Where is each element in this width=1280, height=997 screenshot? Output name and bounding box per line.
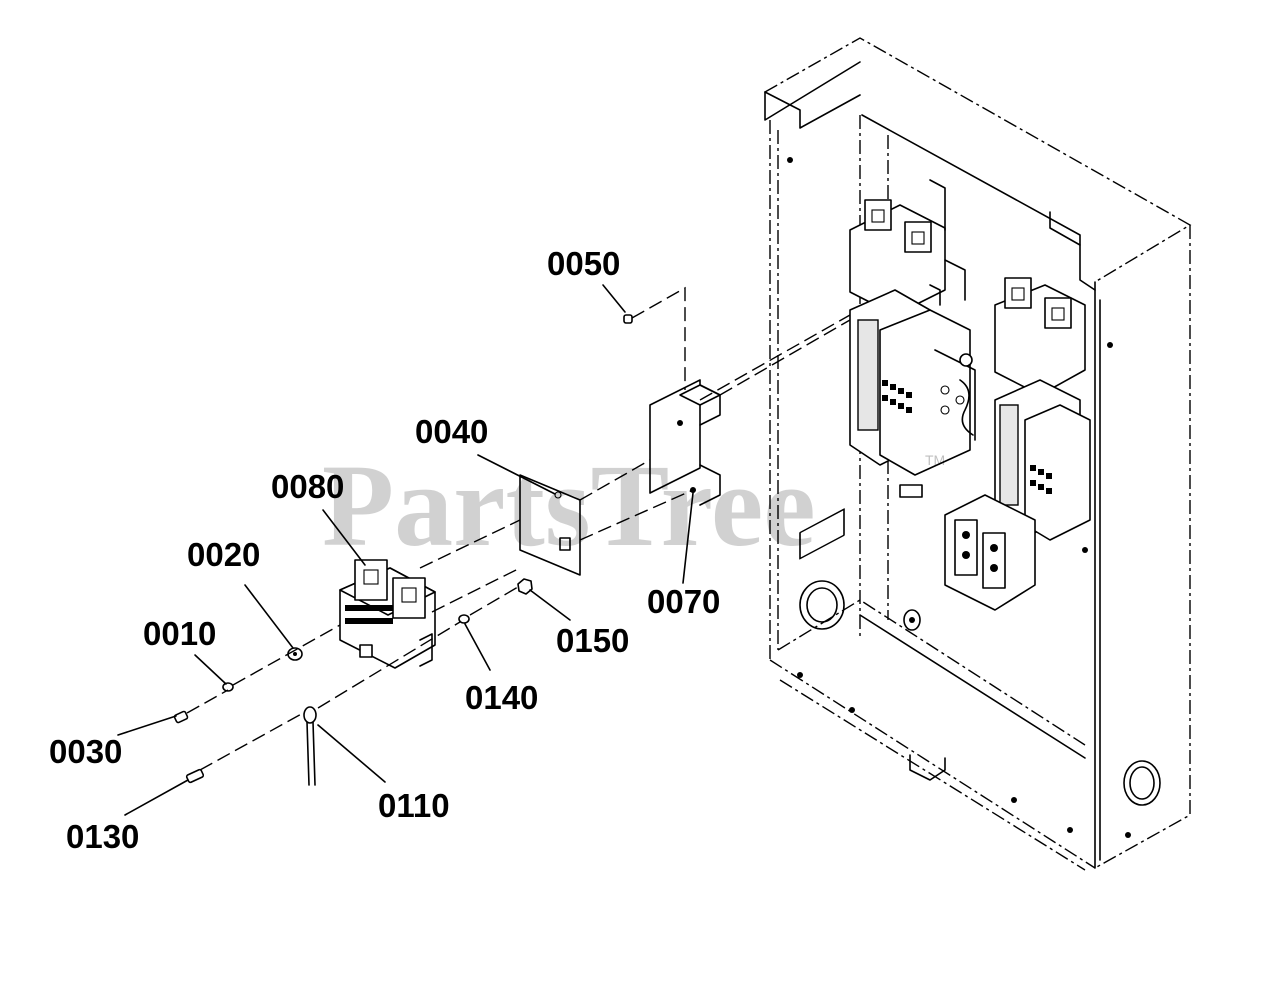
trademark: TM [925, 452, 945, 468]
part-0040-cover-plate [519, 474, 581, 576]
internal-contactor-right [994, 379, 1091, 541]
callout-0140: 0140 [465, 679, 538, 716]
part-0110-wire-lug [303, 706, 317, 786]
enclosure-cabinet [764, 37, 1192, 871]
callout-0040: 0040 [415, 413, 488, 450]
assembly-lines [186, 286, 851, 771]
callout-0150: 0150 [556, 622, 629, 659]
callout-0050: 0050 [547, 245, 620, 282]
callout-0020: 0020 [187, 536, 260, 573]
callout-0010: 0010 [143, 615, 216, 652]
part-0140-washer [458, 614, 470, 624]
part-0070-bracket [649, 379, 721, 506]
watermark: PartsTree [322, 440, 816, 571]
callout-0110: 0110 [378, 787, 450, 824]
callout-0070: 0070 [647, 583, 720, 620]
part-0030-screw [173, 710, 189, 724]
internal-terminal-block [899, 484, 1036, 611]
callout-0080: 0080 [271, 468, 344, 505]
part-0130-screw [185, 768, 205, 784]
internal-breaker-upper [849, 179, 966, 316]
part-0080-breaker [339, 559, 436, 669]
callout-0130: 0130 [66, 818, 139, 855]
internal-contactor-left [849, 289, 976, 476]
part-0050-screw [623, 314, 633, 324]
part-0010-lockwasher [222, 682, 234, 692]
part-0150-nut [517, 578, 533, 595]
part-0020-washer [287, 647, 303, 661]
callout-0030: 0030 [49, 733, 122, 770]
leader-lines [117, 284, 694, 816]
internal-breaker-right [994, 277, 1086, 396]
